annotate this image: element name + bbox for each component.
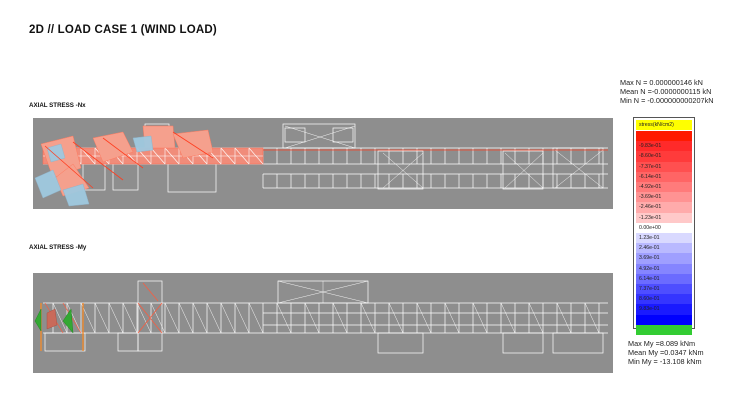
legend-row: -8.60e-01 bbox=[636, 151, 692, 162]
my-min: Min My = -13.108 kNm bbox=[628, 357, 702, 366]
legend-row: 6.14e-01 bbox=[636, 273, 692, 284]
legend-row: -4.92e-01 bbox=[636, 182, 692, 193]
legend-row bbox=[636, 131, 692, 142]
legend-row: 3.69e-01 bbox=[636, 253, 692, 264]
my-diagram-svg bbox=[34, 280, 608, 354]
legend-row: 4.92e-01 bbox=[636, 263, 692, 274]
nx-stats: Max N = 0.000000146 kN Mean N =-0.000000… bbox=[620, 78, 714, 105]
legend-row: 0.00e+00 bbox=[636, 222, 692, 233]
legend-row: -6.14e-01 bbox=[636, 171, 692, 182]
legend-row: -9.83e-01 bbox=[636, 141, 692, 152]
page-title: 2D // LOAD CASE 1 (WIND LOAD) bbox=[29, 24, 217, 36]
legend-row: -1.23e-01 bbox=[636, 212, 692, 223]
stress-legend: stress(kN/cm2) -9.83e-01-8.60e-01-7.37e-… bbox=[633, 117, 695, 335]
my-section-label: AXIAL STRESS -My bbox=[29, 244, 87, 251]
legend-row: 1.23e-01 bbox=[636, 233, 692, 244]
nx-max: Max N = 0.000000146 kN bbox=[620, 78, 703, 87]
legend-row: 2.46e-01 bbox=[636, 243, 692, 254]
nx-mean: Mean N =-0.0000000115 kN bbox=[620, 87, 712, 96]
legend-row: 7.37e-01 bbox=[636, 284, 692, 295]
legend-row: 9.83e-01 bbox=[636, 304, 692, 315]
legend-row: -2.46e-01 bbox=[636, 202, 692, 213]
nx-section-label: AXIAL STRESS -Nx bbox=[29, 102, 86, 109]
legend-row: -3.69e-01 bbox=[636, 192, 692, 203]
my-diagram-panel bbox=[33, 273, 613, 373]
nx-diagram-svg bbox=[34, 123, 608, 207]
legend-row bbox=[636, 314, 692, 325]
legend-row bbox=[636, 324, 692, 335]
my-stats: Max My =8.089 kNm Mean My =0.0347 kNm Mi… bbox=[628, 339, 704, 366]
my-max: Max My =8.089 kNm bbox=[628, 339, 696, 348]
my-mean: Mean My =0.0347 kNm bbox=[628, 348, 704, 357]
nx-diagram-panel bbox=[33, 118, 613, 209]
nx-min: Min N = -0.000000000207kN bbox=[620, 96, 714, 105]
legend-row: -7.37e-01 bbox=[636, 161, 692, 172]
legend-row: 8.60e-01 bbox=[636, 294, 692, 305]
legend-header: stress(kN/cm2) bbox=[636, 120, 692, 131]
